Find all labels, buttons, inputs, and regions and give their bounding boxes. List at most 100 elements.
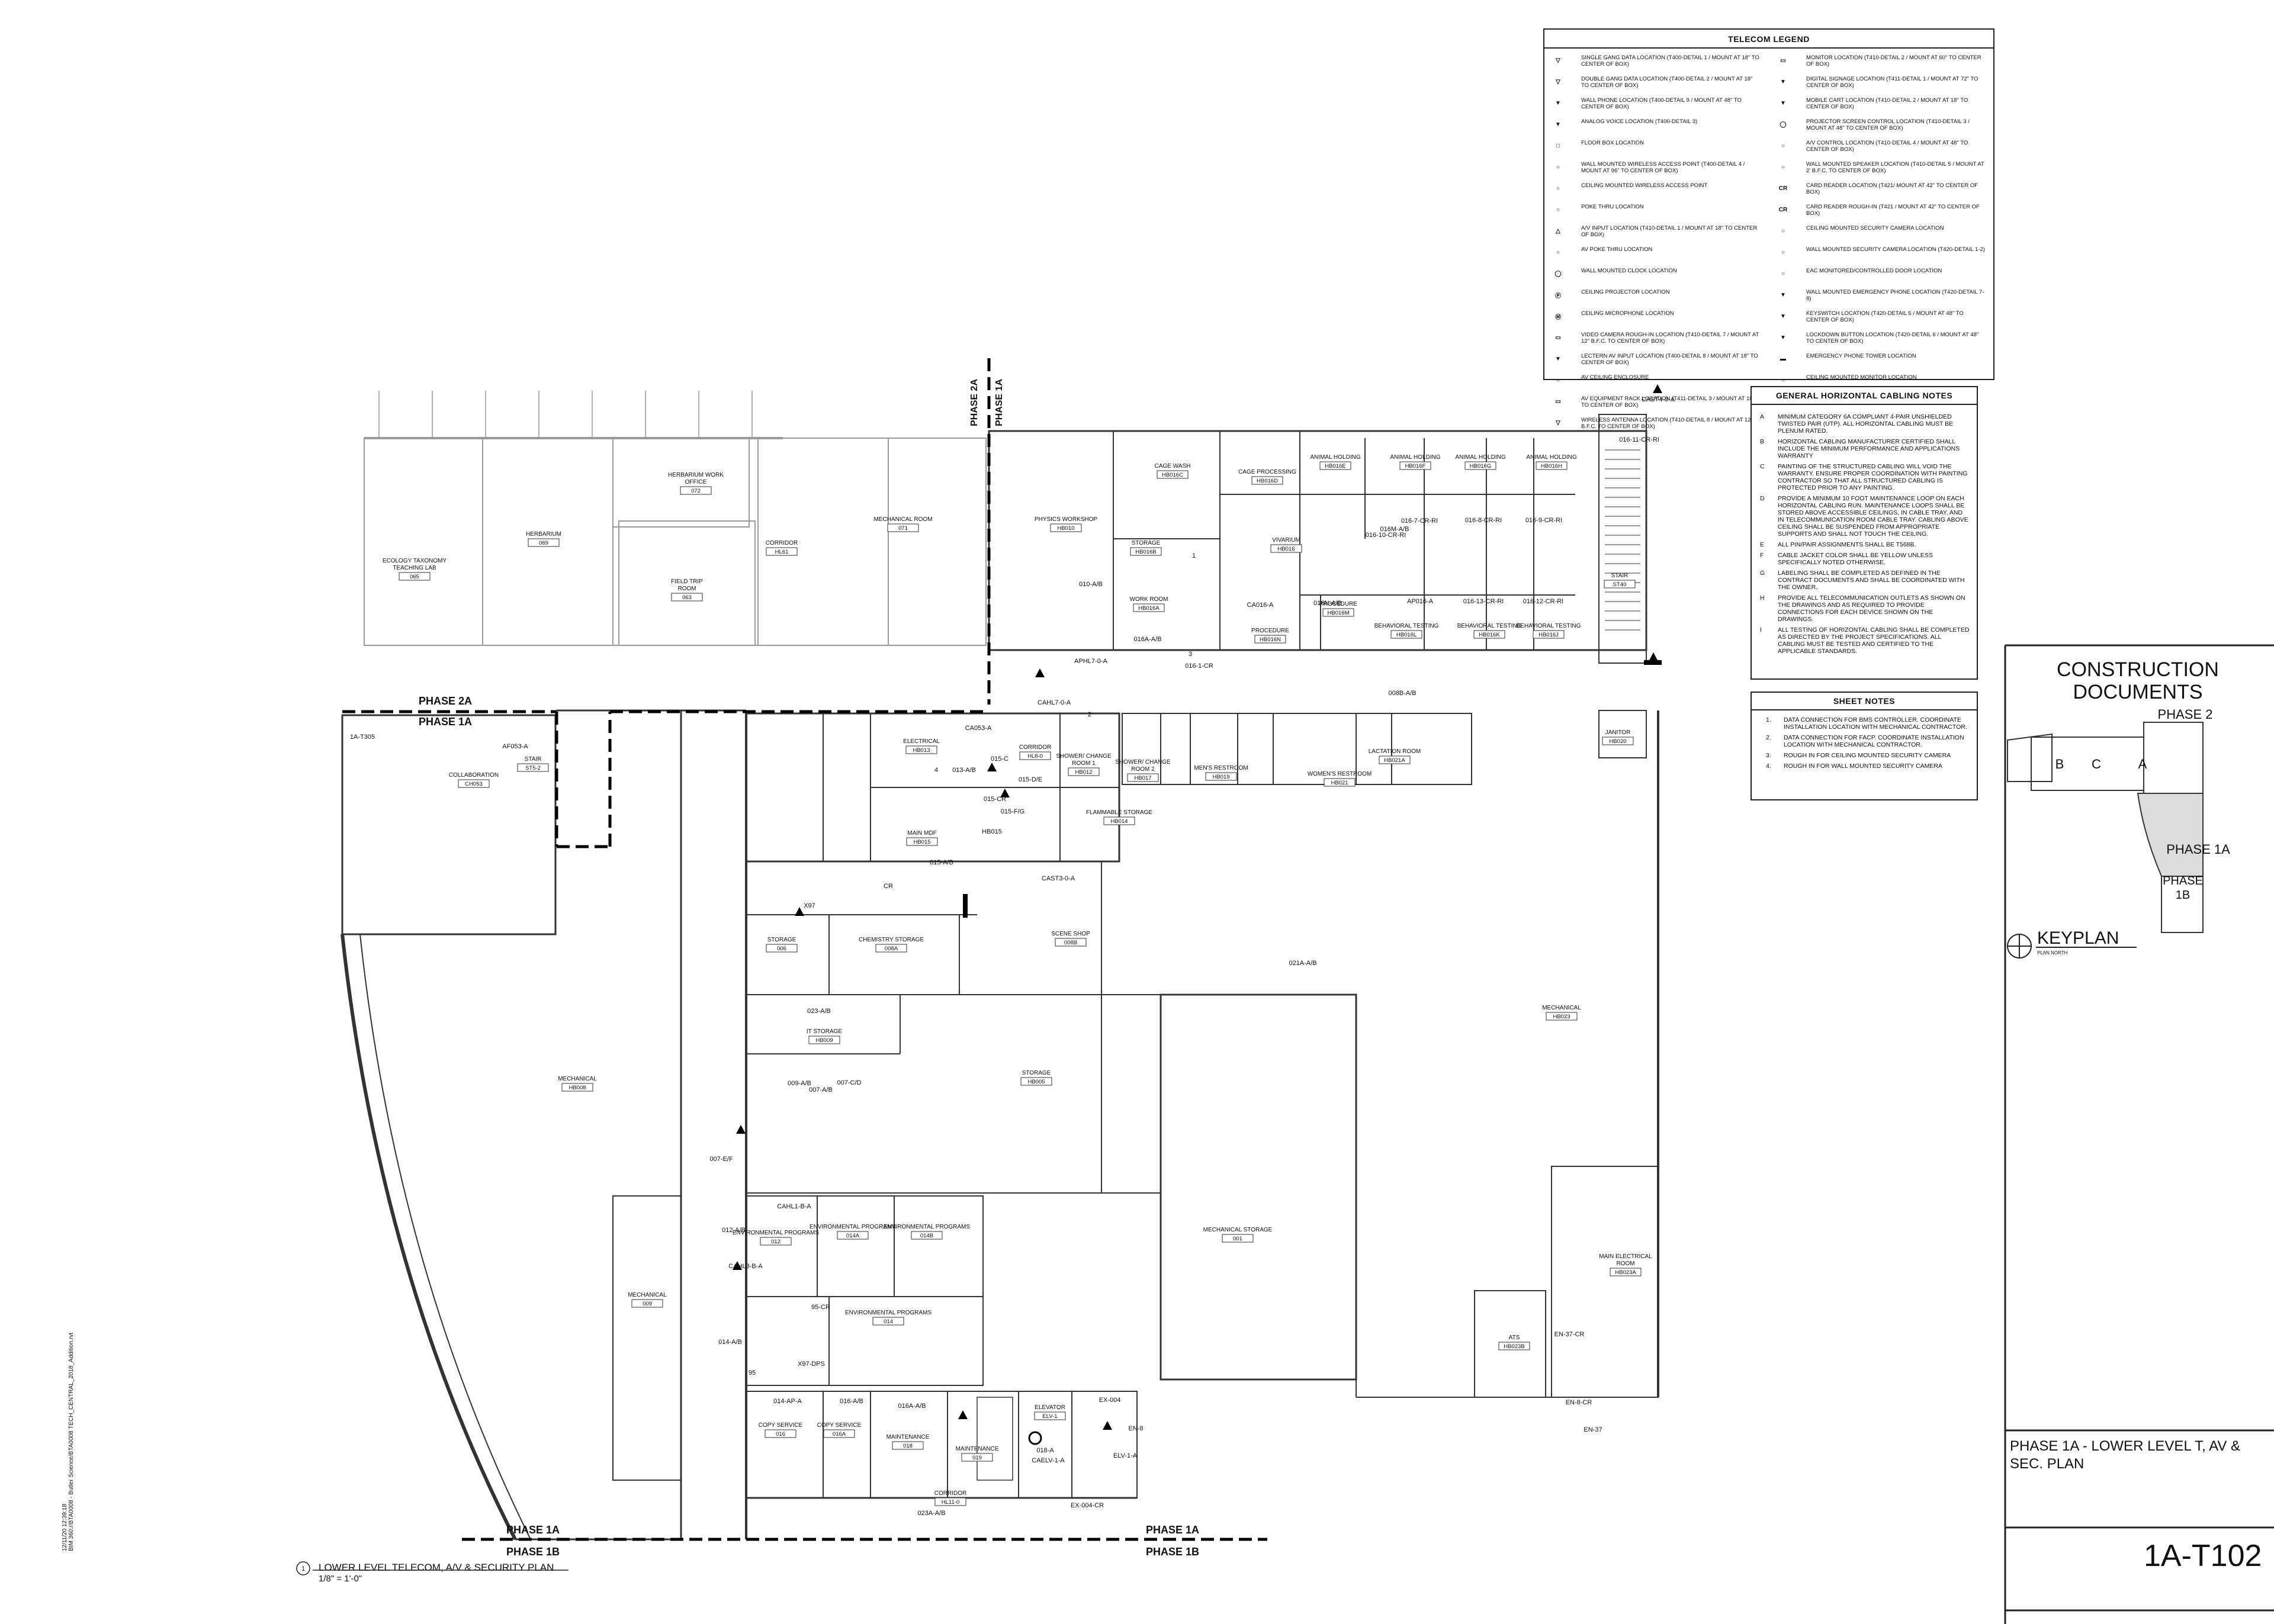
card-reader-rough-in-icon: CR [1778, 206, 1788, 213]
curved-facade [341, 934, 517, 1541]
legend-row: ○AV POKE THRU LOCATION [1548, 246, 1761, 261]
note-text: PROVIDE ALL TELECOMMUNICATION OUTLETS AS… [1778, 594, 1965, 623]
room-name: BEHAVIORAL TESTING [1374, 623, 1439, 629]
device-tag: CAHL7-0-A [1038, 699, 1071, 706]
room-number-box [906, 837, 938, 846]
note-text: DATA CONNECTION FOR FACP. COORDINATE INS… [1784, 734, 1964, 748]
legend-row: ▼LOCKDOWN BUTTON LOCATION (T420-DETAIL 6… [1773, 332, 1986, 346]
note-text: ROUGH IN FOR WALL MOUNTED SECURITY CAMER… [1784, 763, 1942, 770]
room-name: WOMEN'S RESTROOM [1308, 771, 1372, 777]
av-control-icon: ○ [1781, 142, 1785, 149]
legend-row: ▭MONITOR LOCATION (T410-DETAIL 2 / MOUNT… [1773, 54, 1986, 69]
room-name: FLAMMABLE STORAGE [1086, 809, 1152, 816]
wall-phone-icon: ▼ [1555, 99, 1561, 107]
keyplan-phase1b-label: PHASE [2163, 874, 2203, 887]
legend-text: AV POKE THRU LOCATION [1581, 246, 1653, 253]
room-name: HERBARIUM WORK [668, 472, 724, 478]
room-number: HB023B [1504, 1343, 1524, 1350]
keyplan-wing-b [2007, 733, 2053, 782]
device-tag: 016-12-CR-RI [1523, 598, 1563, 605]
device-tag: 016-10-CR-RI [1366, 532, 1406, 539]
device-tag: 1A-T305 [350, 734, 375, 741]
room-number-box [1034, 1411, 1066, 1420]
legend-row: ○CEILING MOUNTED MONITOR LOCATION [1773, 374, 1986, 388]
legend-text: CEILING MOUNTED WIRELESS ACCESS POINT [1581, 182, 1708, 189]
room-number-box [1055, 938, 1087, 947]
room-name: BEHAVIORAL TESTING [1457, 623, 1522, 629]
legend-row: ▽WIRELESS ANTENNA LOCATION (T410-DETAIL … [1548, 417, 1761, 431]
room-number: HB021 [1331, 780, 1348, 786]
device-tag: 021A-A/B [1289, 960, 1316, 967]
legend-text: A/V INPUT LOCATION (T410-DETAIL 1 / MOUN… [1581, 225, 1758, 238]
room-name: CORRIDOR [934, 1490, 966, 1497]
construction-documents-stamp: CONSTRUCTION DOCUMENTS [2008, 658, 2268, 703]
keyplan-phase1b-label: 1B [2176, 889, 2190, 902]
room-name: WORK ROOM [1130, 596, 1168, 603]
vivarium-outline [988, 430, 1647, 651]
plan-linework [313, 358, 2274, 1624]
note-text: ALL PIN/PAIR ASSIGNMENTS SHALL BE T568B. [1778, 541, 1916, 548]
device-tag: APHL7-0-A [1074, 658, 1107, 665]
legend-row: ▭VIDEO CAMERA ROUGH-IN LOCATION (T410-DE… [1548, 332, 1761, 346]
room-name: ENVIRONMENTAL PROGRAMS [884, 1224, 970, 1230]
legend-row: ▼LECTERN AV INPUT LOCATION (T400-DETAIL … [1548, 353, 1761, 367]
room-number: HB009 [815, 1037, 833, 1044]
room-number: HL61 [775, 549, 789, 555]
legend-text: SINGLE GANG DATA LOCATION (T400-DETAIL 1… [1581, 54, 1759, 67]
room-number: ELV-1 [1042, 1413, 1057, 1420]
room-name: SHOWER/ CHANGE [1115, 759, 1171, 766]
room-name: COPY SERVICE [759, 1422, 803, 1429]
existing-room [364, 438, 483, 646]
lower-rooms [746, 1391, 1138, 1498]
room-number: HB014 [1110, 818, 1128, 825]
room-name: ROOM 1 [1072, 760, 1096, 767]
note-key: E [1760, 541, 1765, 548]
legend-text: AV EQUIPMENT RACK LOCATION (T411-DETAIL … [1581, 395, 1755, 409]
room-number: 009 [643, 1301, 652, 1307]
room-number-box [1546, 1012, 1578, 1021]
room-number-box [1254, 635, 1286, 644]
phase-label: PHASE 1A [506, 1524, 560, 1536]
legend-row: ○AV CEILING ENCLOSURE [1548, 374, 1761, 388]
room-name: MECHANICAL [1542, 1005, 1581, 1011]
room-number-box [961, 1453, 993, 1462]
room-name: MECHANICAL STORAGE [1203, 1227, 1273, 1233]
room-number-box [872, 1317, 904, 1326]
room-name: JANITOR [1605, 729, 1631, 736]
side-stamp-line-2: BIM 360://BTA0008 - Butler Science/BTA00… [68, 1332, 75, 1551]
room-number: 001 [1233, 1236, 1242, 1242]
device-tag: EN-37 [1584, 1426, 1602, 1433]
room-number: HB008 [568, 1085, 586, 1091]
room-number: 016A [833, 1431, 846, 1438]
room-number-box [1602, 737, 1634, 745]
room-name: MEN'S RESTROOM [1194, 765, 1248, 771]
room-name: ENVIRONMENTAL PROGRAMS [810, 1224, 896, 1230]
device-tag: EN-37-CR [1554, 1331, 1585, 1338]
legend-row: ○EAC MONITORED/CONTROLLED DOOR LOCATION [1773, 268, 1986, 282]
stage-line-2: DOCUMENTS [2073, 681, 2203, 703]
legend-left-column: ▽SINGLE GANG DATA LOCATION (T400-DETAIL … [1548, 54, 1761, 438]
device-tag: CAHL3-B-A [728, 1263, 763, 1270]
note-key: F [1760, 552, 1764, 559]
telecom-legend-title: TELECOM LEGEND [1728, 34, 1810, 44]
video-camera-icon: ▭ [1555, 334, 1561, 341]
room-name: MAINTENANCE [887, 1434, 930, 1440]
room-number: CH053 [465, 781, 483, 787]
sheet-notes-list: 1.DATA CONNECTION FOR BMS CONTROLLER. CO… [1766, 716, 1970, 773]
legend-text: WALL MOUNTED EMERGENCY PHONE LOCATION (T… [1806, 289, 1984, 302]
device-tag: 4 [934, 767, 938, 774]
device-tag: EX-004 [1099, 1397, 1121, 1404]
room-name: ENVIRONMENTAL PROGRAMS [845, 1310, 932, 1316]
room-name: VIVARIUM [1272, 537, 1300, 544]
keyplan-phase1a [2137, 793, 2204, 877]
room-name: ROOM [677, 586, 696, 592]
device-tag: 015-F/G [1001, 808, 1024, 815]
analog-voice-icon: ▼ [1555, 121, 1561, 128]
note-key: 1. [1766, 716, 1771, 723]
room-number-box [1130, 547, 1162, 556]
telecom-legend: TELECOM LEGEND ▽SINGLE GANG DATA LOCATIO… [1543, 28, 1994, 430]
phase-label: PHASE 1B [1146, 1546, 1199, 1558]
